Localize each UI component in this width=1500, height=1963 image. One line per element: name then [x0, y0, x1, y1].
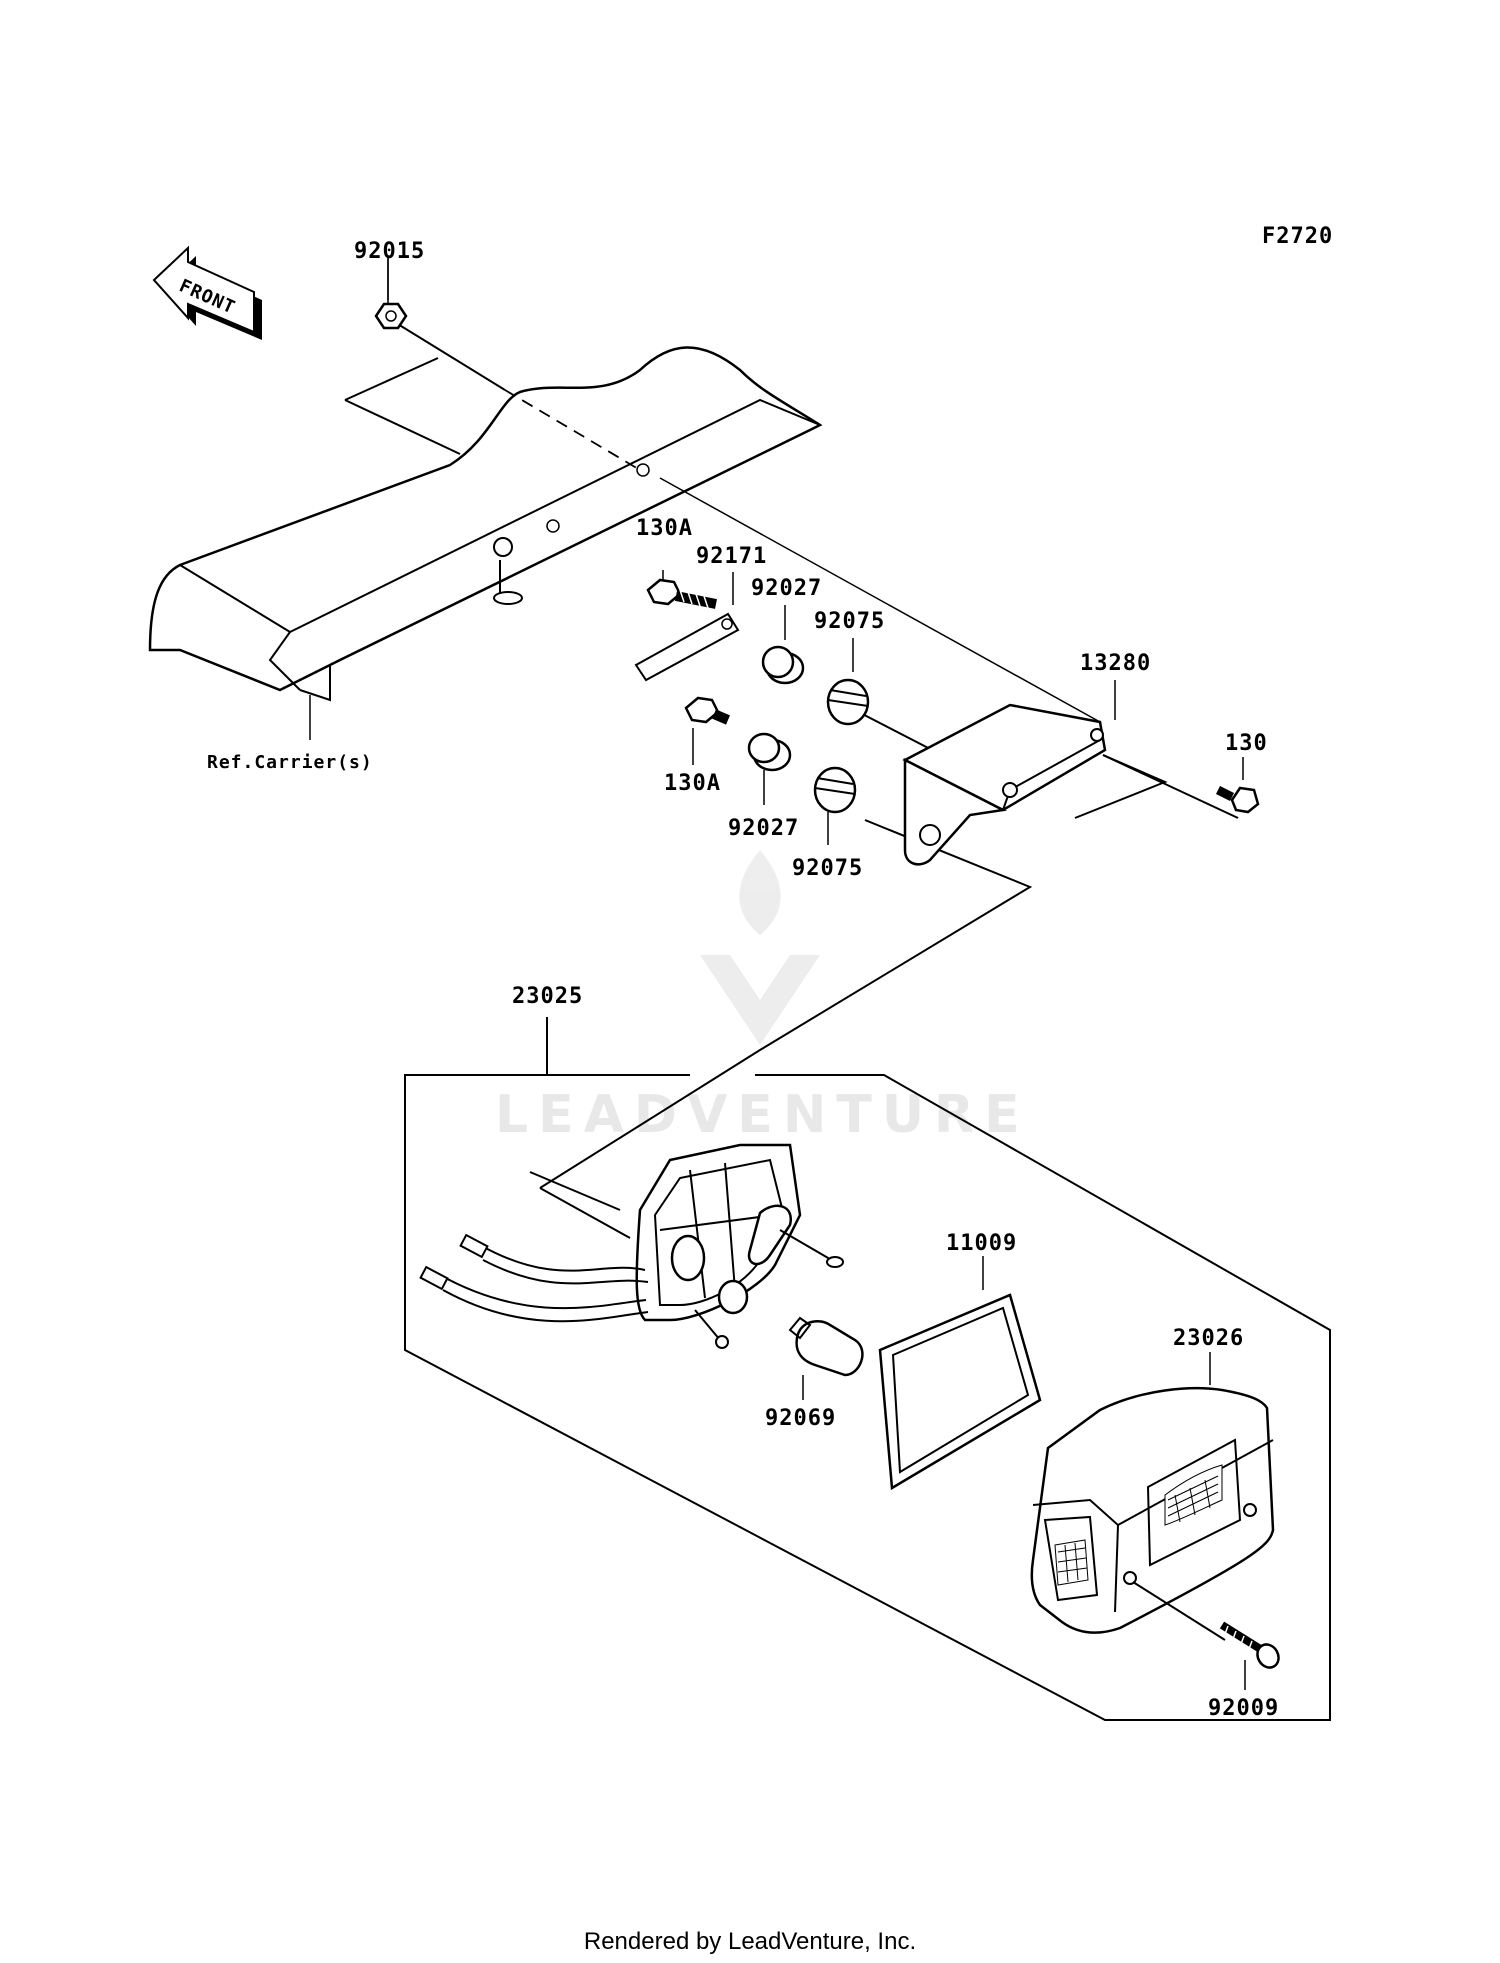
carrier-ref-label: Ref.Carrier(s) — [207, 752, 373, 773]
bulb-92069 — [788, 1316, 864, 1400]
bracket-13280 — [902, 680, 1116, 866]
nut-92015 — [374, 256, 408, 330]
callout-23025: 23025 — [512, 984, 583, 1009]
front-arrow-icon: FRONT — [152, 245, 262, 340]
lens-23026 — [1030, 1352, 1275, 1641]
callout-92075-lower: 92075 — [792, 856, 863, 881]
footer-credit: Rendered by LeadVenture, Inc. — [583, 1928, 917, 1955]
callout-130A-upper: 130A — [636, 516, 693, 541]
callout-11009: 11009 — [946, 1231, 1017, 1256]
grommet-92075-upper — [826, 638, 870, 726]
callout-13280: 13280 — [1080, 651, 1151, 676]
callout-92009: 92009 — [1208, 1696, 1279, 1721]
watermark: LEADVENTURE — [495, 850, 1030, 1145]
collar-92027-lower — [747, 732, 792, 805]
callout-92015: 92015 — [354, 239, 425, 264]
callout-92027-upper: 92027 — [751, 576, 822, 601]
screw-92009 — [1219, 1621, 1280, 1690]
callout-92069: 92069 — [765, 1406, 836, 1431]
callout-23026: 23026 — [1173, 1326, 1244, 1351]
figure-code: F2720 — [1262, 224, 1333, 249]
callout-130: 130 — [1225, 731, 1268, 756]
callout-92075-upper: 92075 — [814, 609, 885, 634]
callout-130A-lower: 130A — [664, 771, 721, 796]
gasket-11009 — [878, 1256, 1042, 1491]
bolt-130A-upper — [646, 570, 717, 609]
lamp-housing — [419, 1143, 844, 1349]
carrier-reference — [148, 346, 823, 740]
callout-92027-lower: 92027 — [728, 816, 799, 841]
collar-92027-upper — [761, 605, 805, 685]
bolt-130-right — [1215, 757, 1260, 814]
bolt-130A-lower — [684, 696, 730, 765]
plate-92171 — [634, 572, 740, 682]
grommet-92075-lower — [813, 766, 857, 845]
lamp-assembly-frame — [404, 1017, 1331, 1721]
watermark-text: LEADVENTURE — [495, 1085, 1030, 1145]
callout-92171: 92171 — [696, 544, 767, 569]
